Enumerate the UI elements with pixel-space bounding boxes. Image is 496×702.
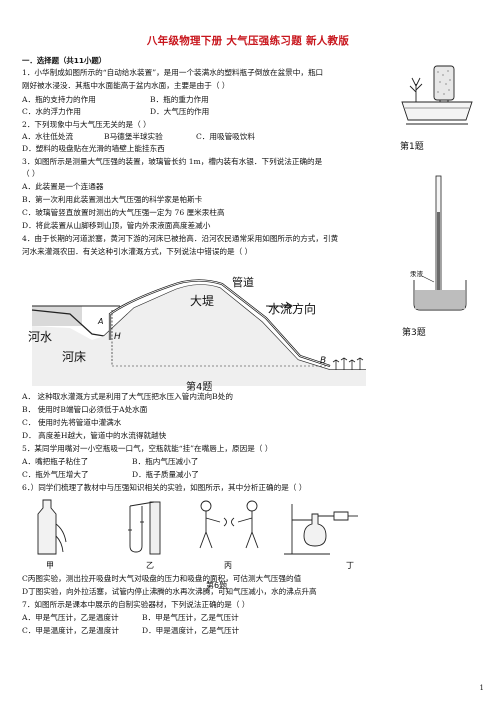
- q1-option-d: D．大气压的作用: [150, 107, 210, 116]
- q2-stem: 2．下列现象中与大气压无关的是（ ）: [22, 120, 151, 129]
- q5-option-a: A．嘴把瓶子粘住了: [22, 457, 89, 466]
- q3-stem-line1: 3．如图所示是测量大气压强的装置，玻璃管长约 1m，槽内装有水银．下列说法正确的…: [22, 157, 323, 166]
- q2-option-d: D．塑料的吸盘贴在光滑的墙壁上能挂东西: [22, 144, 165, 153]
- q1-option-b: B．瓶的重力作用: [150, 95, 209, 104]
- q3-figure-caption: 第3题: [402, 328, 426, 338]
- q4-option-a: A． 这种取水灌溉方式是利用了大气压把水压入管内流向B处的: [22, 392, 233, 401]
- q1-plant: [409, 77, 423, 102]
- q3-trough: [413, 280, 467, 311]
- q3-option-c: C．玻璃管竖直放置时测出的大气压强一定为 76 厘米汞柱高: [22, 208, 225, 217]
- q3-option-a: A．此装置是一个连通器: [22, 182, 104, 191]
- q6-fig-bing: [199, 500, 259, 549]
- q6-fig-ding: [284, 504, 358, 555]
- q4-label-bed: 河床: [62, 350, 87, 364]
- q2-option-b: B马德堡半球实验: [104, 132, 163, 141]
- q1-bottle-body: [433, 65, 455, 101]
- q4-ground-hatch: [32, 284, 366, 386]
- q1-basin: [401, 101, 473, 121]
- q3-option-d: D．将此装置从山脚移到山顶，管内外汞液面高度差减小: [22, 221, 211, 230]
- q3-stem-line2: （ ）: [22, 169, 40, 178]
- q4-label-flow: 水流方向: [268, 302, 317, 316]
- q4-label-h: H: [114, 332, 121, 342]
- q4-option-c: C． 使用时先将管道中灌满水: [22, 418, 122, 427]
- q1-option-c: C．水的浮力作用: [22, 107, 81, 116]
- q7-option-b: B．甲是气压计，乙是气压计: [142, 613, 239, 622]
- q4-label-pipe: 管道: [232, 276, 254, 289]
- q6-fig-yi: [128, 501, 161, 555]
- q4-label-dam: 大堤: [190, 294, 215, 308]
- q3-mercury-column: [437, 212, 440, 292]
- q5-option-d: D．瓶子质量减小了: [132, 470, 199, 479]
- page-number: 1: [479, 684, 484, 692]
- q6-stem: 6．）同学们梳理了教材中与压强知识相关的实验，如图所示，其中分析正确的是（ ）: [22, 483, 307, 492]
- q6-option-c: C丙图实验，测出拉开吸盘时大气对吸盘的压力和吸盘的面积，可估测大气压强的值: [22, 574, 302, 583]
- q1-stem-line2: 刚好被水浸没．其瓶中水面能高于盆内水面，主要是由于（ ）: [22, 81, 230, 90]
- q1-bottle-dots: [437, 70, 451, 95]
- q4-pipe-inner: [109, 280, 331, 367]
- q4-flow-arrow: [266, 301, 293, 311]
- q4-river-water: [32, 306, 82, 326]
- figure-q6-experiments: [37, 499, 358, 555]
- q4-option-d: D． 高度差H越大，管道中的水流得就越快: [22, 431, 167, 440]
- q4-label-river: 河水: [28, 330, 53, 344]
- q6-label-jia: 甲: [46, 561, 54, 570]
- q2-option-a: A．水往低处流: [22, 132, 74, 141]
- page-title: 八年级物理下册 大气压强练习题 新人教版: [146, 35, 350, 47]
- q4-option-b: B． 使用时B端管口必须低于A处水面: [22, 405, 148, 414]
- q7-stem: 7．如图所示是课本中展示的自制实验器材，下列说法正确的是（ ）: [22, 600, 250, 609]
- q6-fig-jia: [37, 499, 67, 555]
- q4-stem-line2: 河水来灌溉农田．有关这种引水灌溉方式，下列说法中错误的是（ ）: [22, 247, 253, 256]
- q4-stem-line1: 4．由于长期的河道淤塞，黄河下游的河床已被抬高．沿河农民通常采用如图所示的方式，…: [22, 234, 339, 243]
- q5-option-b: B．瓶内气压减小了: [132, 457, 199, 466]
- q5-stem: 5．某同学用嘴对一小空瓶吸一口气，空瓶就能“挂”在嘴唇上，原因是（ ）: [22, 444, 273, 453]
- q4-figure-caption: 第4题: [186, 382, 213, 393]
- q7-option-c: C．甲是温度计，乙是温度计: [22, 626, 119, 635]
- q5-option-c: C．瓶外气压增大了: [22, 470, 89, 479]
- q3-trough-mercury: [415, 290, 465, 309]
- q3-option-b: B．第一次利用此装置测出大气压强的科学家是帕斯卡: [22, 195, 203, 204]
- figure-q1-water-feeder: [401, 65, 473, 125]
- q6-label-yi: 乙: [146, 561, 154, 570]
- q7-option-a: A．甲是气压计，乙是温度计: [22, 613, 119, 622]
- q1-stem-line1: 1．小华制成如图所示的“自动给水装置”，是用一个装满水的塑料瓶子倒放在盆景中，瓶…: [22, 68, 324, 77]
- q6-figure-caption: 第6题: [206, 581, 228, 590]
- q6-label-bing: 丙: [224, 561, 232, 570]
- figure-q3-torricelli: [413, 175, 467, 311]
- q7-option-d: D．甲是温度计，乙是气压计: [142, 626, 240, 635]
- q4-crops: [332, 357, 364, 370]
- q3-label-leader: [421, 275, 435, 283]
- q6-option-d: D丁图实验，向外拉活塞，试管内停止沸腾的水再次沸腾，可知气压减小，水的沸点升高: [22, 587, 317, 596]
- figure-q4-siphon-irrigation: [31, 279, 366, 386]
- q3-mercury-label: 汞液: [410, 270, 423, 278]
- q6-label-ding: 丁: [346, 561, 354, 570]
- section-heading: 一．选择题（共11小题）: [22, 56, 107, 65]
- q4-label-a: A: [98, 317, 104, 326]
- q4-label-b: B: [320, 356, 327, 366]
- q2-option-c: C．用吸管吸饮料: [196, 132, 255, 141]
- q1-figure-caption: 第1题: [400, 142, 424, 152]
- q1-option-a: A．瓶的支持力的作用: [22, 95, 96, 104]
